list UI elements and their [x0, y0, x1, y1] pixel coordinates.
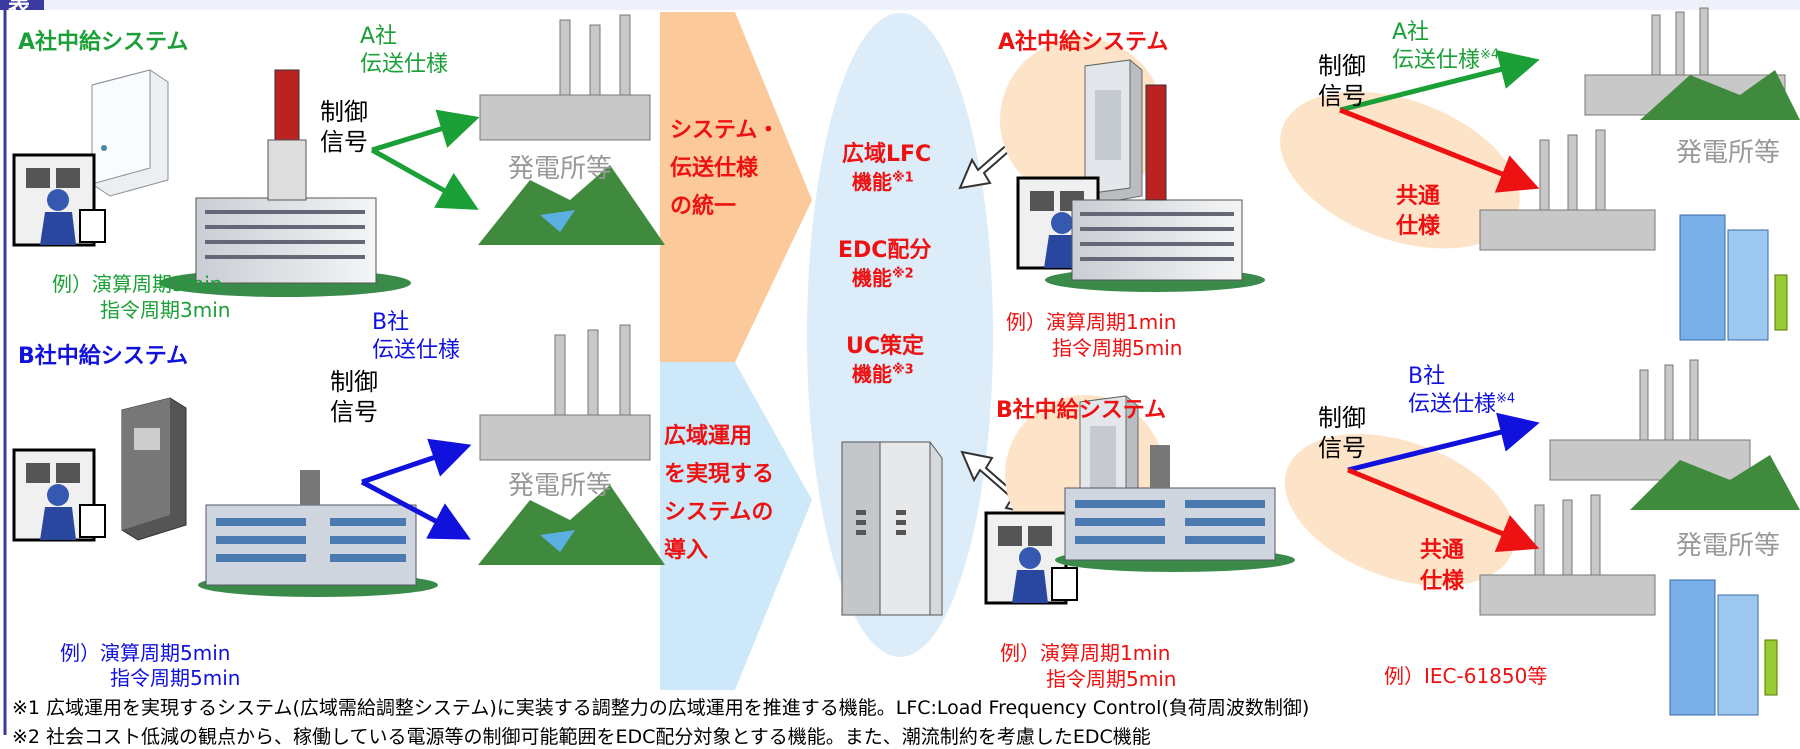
- right-b-plant-label: 発電所等: [1676, 531, 1781, 561]
- left-b-operator: [12, 448, 106, 542]
- right-a-title: A社中給システム: [998, 30, 1169, 55]
- function-uc-line1: UC策定: [846, 334, 925, 359]
- right-a-signal-line1: 制御: [1318, 52, 1366, 80]
- left-b-hydro: [478, 485, 665, 565]
- right-a-power-plant-bottom: [1479, 129, 1656, 251]
- left-b-spec-label: 伝送仕様: [372, 338, 461, 363]
- halo-a-common: [1280, 91, 1520, 249]
- left-a-spec-company: A社: [360, 24, 398, 49]
- halo-b-common: [1284, 434, 1516, 586]
- right-b-example-line1: 例）演算周期1min: [1000, 641, 1171, 665]
- left-b-signal-line2: 信号: [330, 398, 378, 426]
- right-a-common-line2: 仕様: [1396, 214, 1441, 239]
- left-a-signal-arrows: [370, 109, 480, 210]
- right-a-hydro: [1640, 70, 1800, 120]
- right-b-spec-company: B社: [1408, 364, 1446, 389]
- left-b-server: [121, 397, 187, 541]
- left-b-signal-line1: 制御: [330, 368, 378, 396]
- left-a-signal-line2: 信号: [320, 128, 368, 156]
- left-a-power-plant: [479, 14, 651, 141]
- right-b-signal-line1: 制御: [1318, 404, 1366, 432]
- right-b-power-plant-top: [1549, 359, 1751, 481]
- function-lfc-line2: 機能※1: [852, 170, 914, 194]
- right-b-title: B社中給システム: [996, 398, 1167, 423]
- left-b-example-line2: 指令周期5min: [110, 666, 241, 690]
- right-a-control-building: [1045, 84, 1265, 292]
- unify-arrow: [660, 12, 812, 362]
- right-a-plant-label: 発電所等: [1676, 138, 1781, 168]
- left-a-control-building: [159, 69, 411, 297]
- deploy-arrow: [660, 362, 812, 690]
- right-b-common-line2: 仕様: [1420, 569, 1465, 594]
- header-tab: [0, 0, 44, 10]
- left-a-example-line2: 指令周期3min: [100, 298, 231, 322]
- right-b-hydro: [1630, 455, 1800, 510]
- left-a-spec-label: 伝送仕様: [360, 52, 449, 77]
- left-b-power-plant: [479, 324, 651, 461]
- right-b-example-line2: 指令周期5min: [1046, 667, 1177, 691]
- left-a-signal-line1: 制御: [320, 98, 368, 126]
- left-a-hydro: [478, 165, 665, 245]
- left-a-example-line1: 例）演算周期3min: [52, 272, 223, 296]
- deploy-text-1: 広域運用: [664, 424, 753, 449]
- right-a-signal-arrows: [1339, 49, 1540, 193]
- right-a-spec-company: A社: [1392, 20, 1430, 45]
- deploy-text-3: システムの: [664, 500, 774, 525]
- right-b-smart-city: [1669, 579, 1778, 716]
- unify-text-3: の統一: [670, 194, 737, 219]
- right-b-spec-label: 伝送仕様※4: [1408, 391, 1516, 417]
- left-a-title: A社中給システム: [18, 30, 189, 55]
- right-a-example-line1: 例）演算周期1min: [1006, 310, 1177, 334]
- function-edc-line2: 機能※2: [852, 266, 914, 290]
- left-a-plant-label: 発電所等: [508, 154, 613, 184]
- footnote-1: ※1 広域運用を実現するシステム(広域需給調整システム)に実装する調整力の広域運…: [12, 697, 1310, 719]
- central-server: [841, 441, 943, 616]
- right-b-signal-arrows: [1347, 412, 1540, 553]
- right-b-operator: [984, 511, 1078, 605]
- header-bar: [0, 0, 1800, 10]
- left-b-spec-company: B社: [372, 310, 410, 335]
- unify-text-2: 伝送仕様: [670, 156, 759, 181]
- right-a-spec-label: 伝送仕様※4: [1392, 47, 1500, 73]
- right-a-example-line2: 指令周期5min: [1052, 336, 1183, 360]
- function-edc-line1: EDC配分: [838, 238, 932, 263]
- function-lfc-line1: 広域LFC: [842, 142, 932, 167]
- footnote-2: ※2 社会コスト低減の観点から、稼働している電源等の制御可能範囲をEDC配分対象…: [12, 726, 1151, 748]
- right-b-power-plant-bottom: [1479, 494, 1656, 616]
- left-b-control-building: [198, 470, 438, 597]
- deploy-text-2: を実現する: [664, 462, 775, 487]
- left-b-signal-arrows: [360, 438, 472, 540]
- header-tab-label: 表: [8, 0, 31, 19]
- right-b-signal-line2: 信号: [1318, 434, 1366, 462]
- right-a-smart-city: [1679, 214, 1788, 341]
- left-b-plant-label: 発電所等: [508, 471, 613, 501]
- deploy-text-4: 導入: [664, 538, 709, 563]
- right-a-signal-line2: 信号: [1318, 82, 1366, 110]
- left-a-server: [91, 69, 169, 197]
- left-b-title: B社中給システム: [18, 344, 189, 369]
- left-a-operator: [12, 153, 106, 247]
- right-b-iec-example: 例）IEC-61850等: [1384, 664, 1548, 688]
- function-uc-line2: 機能※3: [852, 362, 914, 386]
- right-a-common-line1: 共通: [1396, 184, 1441, 209]
- right-b-control-building: [1055, 445, 1295, 572]
- unify-text-1: システム・: [670, 118, 780, 143]
- left-b-example-line1: 例）演算周期5min: [60, 641, 231, 665]
- right-b-common-line1: 共通: [1420, 538, 1465, 563]
- right-a-server: [1084, 59, 1143, 205]
